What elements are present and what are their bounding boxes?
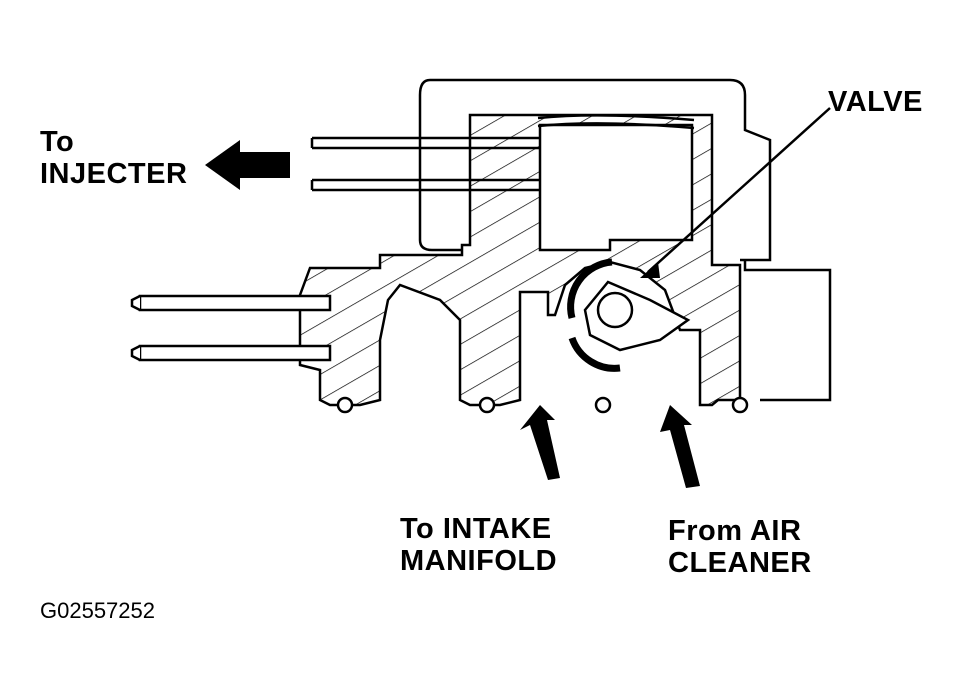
label-to-injecter-line1: To — [40, 126, 75, 158]
injector-pipe — [310, 136, 540, 192]
arrow-to-injecter — [205, 140, 290, 190]
port-o-rings — [336, 396, 749, 414]
diaphragm — [537, 114, 695, 130]
label-to-injecter-line2: INJECTER — [40, 158, 188, 190]
outer-shell — [418, 78, 832, 402]
figure-id: G02557252 — [40, 598, 155, 623]
label-from-air-line2: CLEANER — [668, 547, 812, 579]
valve-leader-line — [647, 107, 831, 273]
valve-chamber — [538, 123, 694, 252]
label-valve: VALVE — [828, 86, 923, 118]
label-to-intake-line2: MANIFOLD — [400, 545, 558, 577]
label-to-intake-line1: To INTAKE — [400, 513, 552, 545]
rotary-valve — [567, 258, 691, 372]
arrow-from-air-cleaner — [660, 405, 700, 488]
valve-leader-arrowhead — [640, 262, 660, 278]
label-from-air-line1: From AIR — [668, 515, 802, 547]
intake-nipple — [130, 294, 332, 362]
arrow-to-intake-manifold — [520, 405, 560, 480]
